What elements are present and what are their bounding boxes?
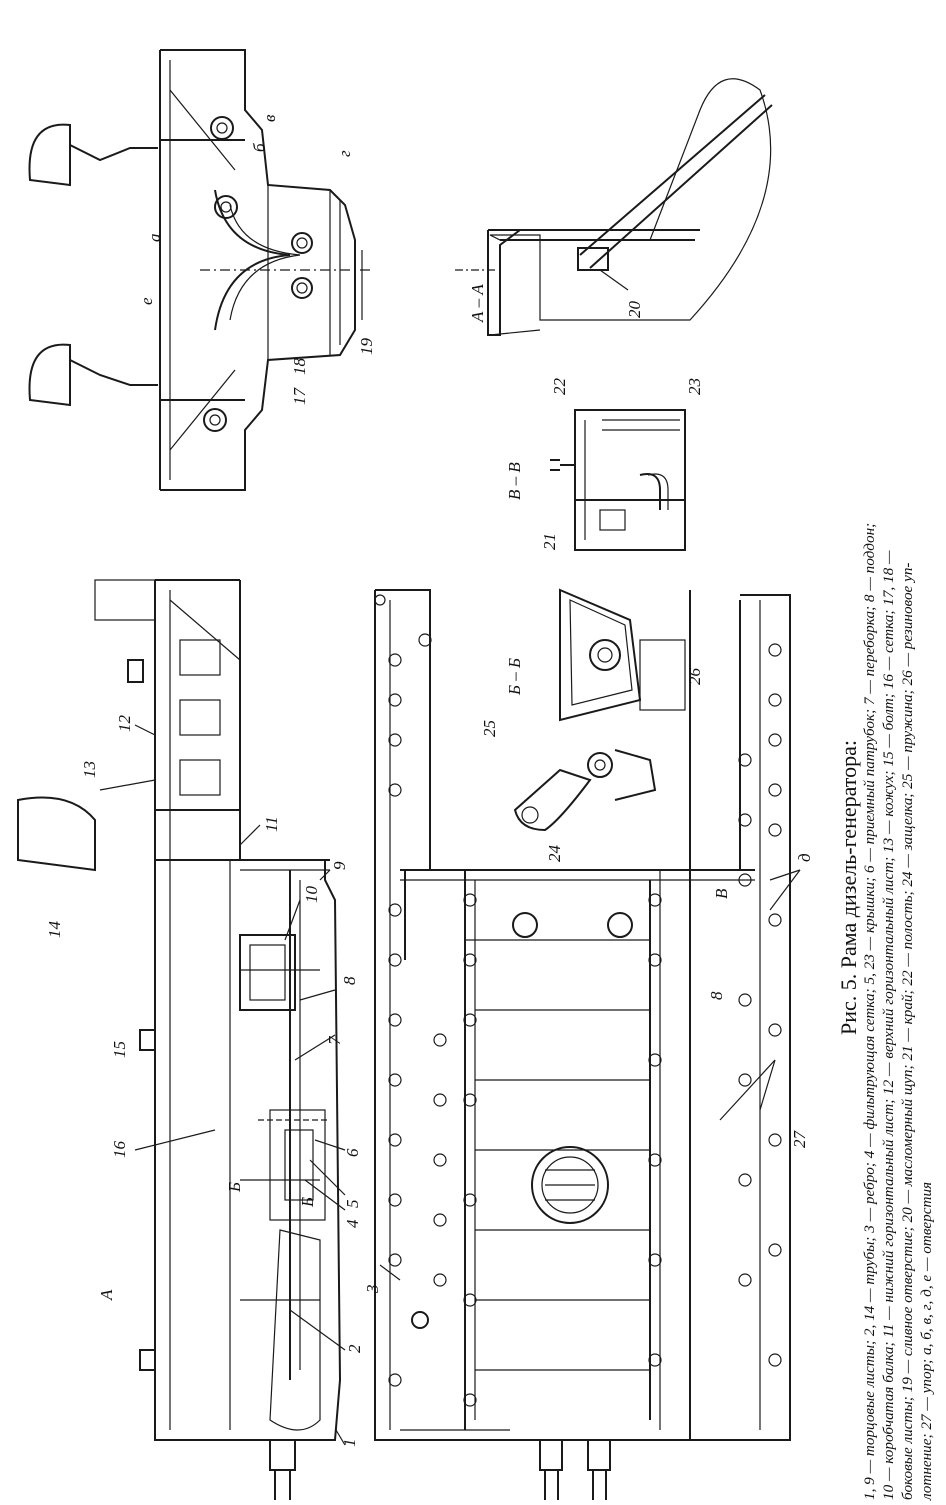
label-13: 13 — [80, 761, 99, 778]
label-18: 18 — [290, 358, 309, 376]
label-a: а — [145, 234, 164, 243]
label-b-small2: Б — [298, 1197, 317, 1208]
label-10: 10 — [302, 886, 321, 904]
label-e: е — [137, 297, 156, 305]
legend-line-3: боковые листы; 19 — сливное отверстие; 2… — [899, 563, 916, 1500]
label-g: г — [335, 150, 354, 157]
label-7: 7 — [325, 1035, 344, 1045]
leader-lines — [99, 269, 801, 1446]
label-6: 6 — [343, 1148, 362, 1157]
legend-line-4: лотнение; 27 — упор; а, б, в, г, д, е — … — [918, 1182, 935, 1501]
label-8-small: 8 — [707, 991, 726, 1000]
label-26: 26 — [685, 668, 704, 686]
label-12: 12 — [115, 715, 134, 733]
side-view — [17, 579, 342, 1500]
section-vv-title: В – В — [505, 462, 524, 500]
section-aa-title: А – А — [468, 284, 487, 323]
label-17: 17 — [290, 387, 309, 406]
label-23: 23 — [685, 378, 704, 395]
label-b-small: Б — [225, 1182, 244, 1193]
label-v-small: В — [712, 888, 731, 899]
label-21: 21 — [540, 533, 559, 550]
legend-line-2: 10 — коробчатая балка; 11 — нижний гориз… — [880, 550, 897, 1500]
label-b: б — [250, 143, 269, 152]
label-v: в — [260, 114, 279, 122]
label-2: 2 — [345, 1344, 364, 1353]
label-1: 1 — [340, 1439, 359, 1448]
end-view — [28, 49, 372, 491]
label-11: 11 — [262, 816, 281, 832]
plan-view — [374, 589, 791, 1500]
label-8: 8 — [340, 976, 359, 985]
label-25: 25 — [480, 720, 499, 737]
figure-caption: Рис. 5. Рама дизель-генератора: 1, 9 — т… — [836, 523, 935, 1501]
callout-labels: 1 2 3 4 5 6 7 8 9 10 11 12 13 14 15 16 1… — [45, 114, 814, 1447]
section-bb-view — [513, 588, 686, 832]
label-16: 16 — [110, 1141, 129, 1159]
label-14: 14 — [45, 921, 64, 939]
label-3: 3 — [363, 1285, 382, 1295]
label-27: 27 — [790, 1130, 809, 1149]
section-titles: А – А Б – Б В – В А — [97, 284, 524, 1301]
legend-line-1: 1, 9 — торцовые листы; 2, 14 — трубы; 3 … — [861, 523, 878, 1500]
label-d: д — [795, 853, 814, 862]
label-4: 4 — [343, 1219, 362, 1228]
section-a-arrow: А — [97, 1289, 116, 1301]
label-5: 5 — [343, 1200, 362, 1209]
figure-title: Рис. 5. Рама дизель-генератора: — [836, 740, 861, 1035]
section-vv-view — [550, 409, 686, 551]
label-22: 22 — [550, 378, 569, 396]
label-19: 19 — [357, 338, 376, 356]
section-aa-view — [455, 78, 773, 336]
label-24: 24 — [545, 845, 564, 863]
section-bb-title: Б – Б — [505, 658, 524, 696]
label-20: 20 — [625, 301, 644, 319]
label-9: 9 — [330, 861, 349, 870]
label-15: 15 — [110, 1041, 129, 1058]
